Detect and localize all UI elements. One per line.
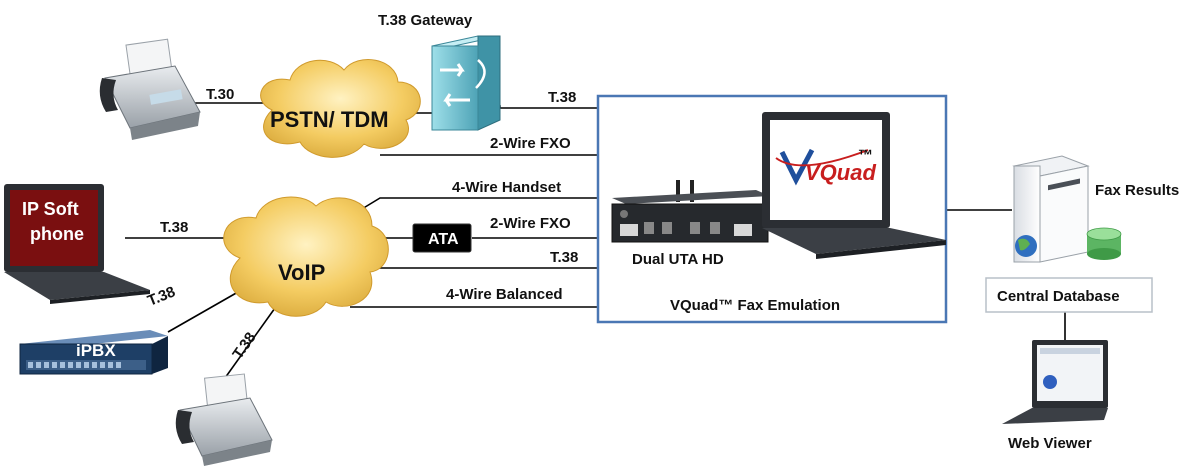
- ipbx-t38-label: T.38: [145, 283, 178, 309]
- softphone-line1: IP Soft: [22, 199, 79, 219]
- vquad-laptop: [762, 112, 946, 259]
- handset-label: 4-Wire Handset: [452, 179, 561, 196]
- fax-voip-link: [224, 307, 276, 379]
- dual-uta-label: Dual UTA HD: [632, 251, 724, 268]
- fax-machine-top: [99, 38, 201, 140]
- ata-fxo-label: 2-Wire FXO: [490, 215, 571, 232]
- voip-t38-label: T.38: [550, 249, 578, 266]
- pstn-fxo-label: 2-Wire FXO: [490, 135, 571, 152]
- t38-gateway-device: [431, 35, 501, 131]
- web-viewer-laptop: [1002, 340, 1108, 424]
- softphone-line2: phone: [30, 224, 84, 244]
- t30-label: T.30: [206, 86, 234, 103]
- ipbx-device: [19, 330, 168, 375]
- gateway-t38-label: T.38: [548, 89, 576, 106]
- voip-cloud: [223, 196, 389, 317]
- dual-uta-device: [611, 180, 770, 243]
- central-db-box: [985, 277, 1153, 313]
- vquad-logo: VQuad: [805, 160, 876, 185]
- web-viewer-label: Web Viewer: [1008, 435, 1092, 452]
- globe-icon: [1015, 235, 1037, 257]
- voip-label: VoIP: [278, 260, 325, 285]
- softphone-t38-label: T.38: [160, 219, 188, 236]
- pstn-label: PSTN/ TDM: [270, 107, 389, 132]
- ip-softphone-laptop: [4, 184, 150, 304]
- fax-machine-bottom: [175, 373, 273, 466]
- pstn-cloud: [260, 59, 421, 158]
- gateway-title: T.38 Gateway: [378, 12, 473, 29]
- vquad-tm: ™: [858, 147, 873, 164]
- fax-results-label: Fax Results: [1095, 182, 1179, 199]
- emulation-frame: [596, 94, 948, 324]
- voip-handset-link: [351, 197, 598, 216]
- gateway-t38-link: [490, 105, 598, 109]
- ata-label: ATA: [428, 231, 459, 248]
- emulation-label: VQuad™ Fax Emulation: [670, 297, 840, 314]
- ipbx-voip-link: [167, 291, 239, 333]
- balanced-label: 4-Wire Balanced: [446, 286, 563, 303]
- central-db-label: Central Database: [997, 288, 1120, 305]
- ipbx-label: iPBX: [76, 341, 116, 360]
- fax-t38-label: T.38: [229, 329, 259, 362]
- ata-box: [412, 223, 472, 253]
- database-icon: [1086, 227, 1122, 260]
